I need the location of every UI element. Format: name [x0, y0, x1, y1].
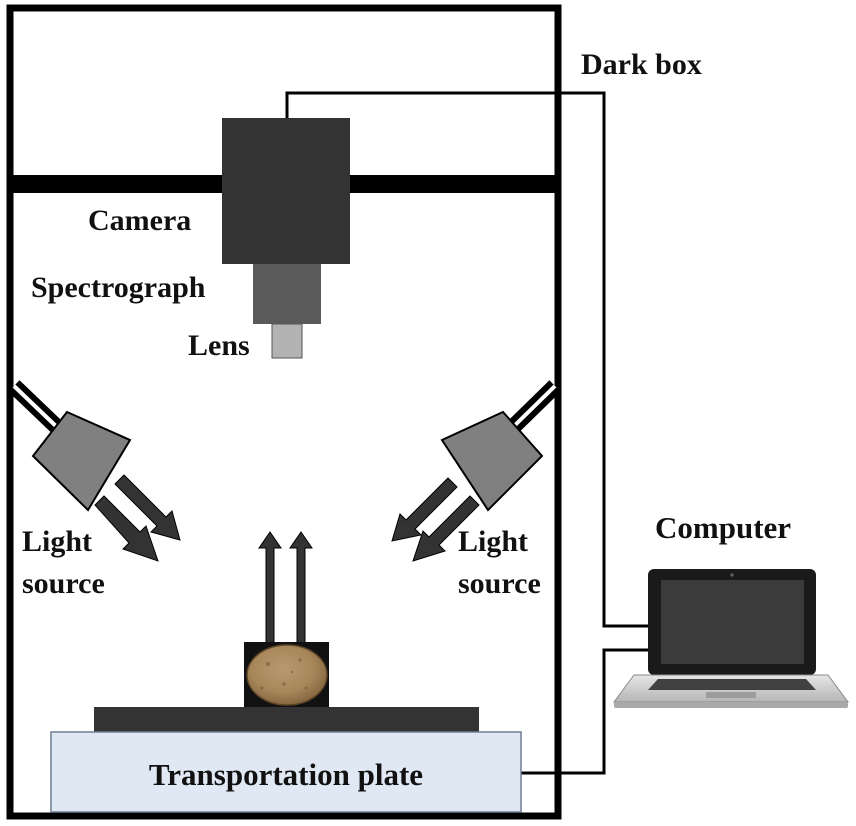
lens-body	[271, 323, 303, 359]
camera-label: Camera	[88, 204, 191, 237]
computer-label: Computer	[655, 510, 791, 545]
potato-texture	[260, 658, 308, 690]
lens-label: Lens	[188, 329, 250, 362]
left-light-source	[8, 380, 132, 512]
plate-cable	[520, 648, 652, 775]
light-source-right-label-line2: source	[458, 567, 541, 600]
spectrograph-label: Spectrograph	[31, 271, 206, 304]
reflected-arrow-1	[258, 531, 282, 645]
light-source-left-label-line1: Light	[22, 525, 92, 558]
left-arrow-2	[94, 495, 159, 562]
dark-box-label: Dark box	[581, 48, 702, 81]
right-lamp-housing	[440, 410, 544, 512]
sample-stage	[94, 707, 479, 732]
potato-sample-icon	[246, 644, 328, 706]
right-light-source	[440, 380, 561, 512]
left-lamp-housing	[31, 410, 132, 512]
light-source-left-label-line2: source	[22, 567, 105, 600]
spectrograph-body	[253, 264, 321, 324]
left-illumination-arrows	[94, 474, 181, 562]
dark-box-frame	[6, 4, 562, 820]
camera-body	[222, 118, 350, 264]
reflected-arrow-2	[289, 531, 313, 645]
right-illumination-arrows	[391, 477, 480, 562]
left-arrow-1	[114, 474, 181, 541]
right-arrow-2	[412, 495, 480, 562]
transportation-plate	[50, 731, 522, 813]
light-source-right-label-line1: Light	[458, 525, 528, 558]
transportation-plate-label: Transportation plate	[149, 757, 423, 792]
camera-cable	[285, 91, 652, 628]
laptop-icon	[613, 569, 849, 708]
right-arrow-1	[391, 477, 458, 542]
reflected-light-arrows	[258, 531, 313, 645]
